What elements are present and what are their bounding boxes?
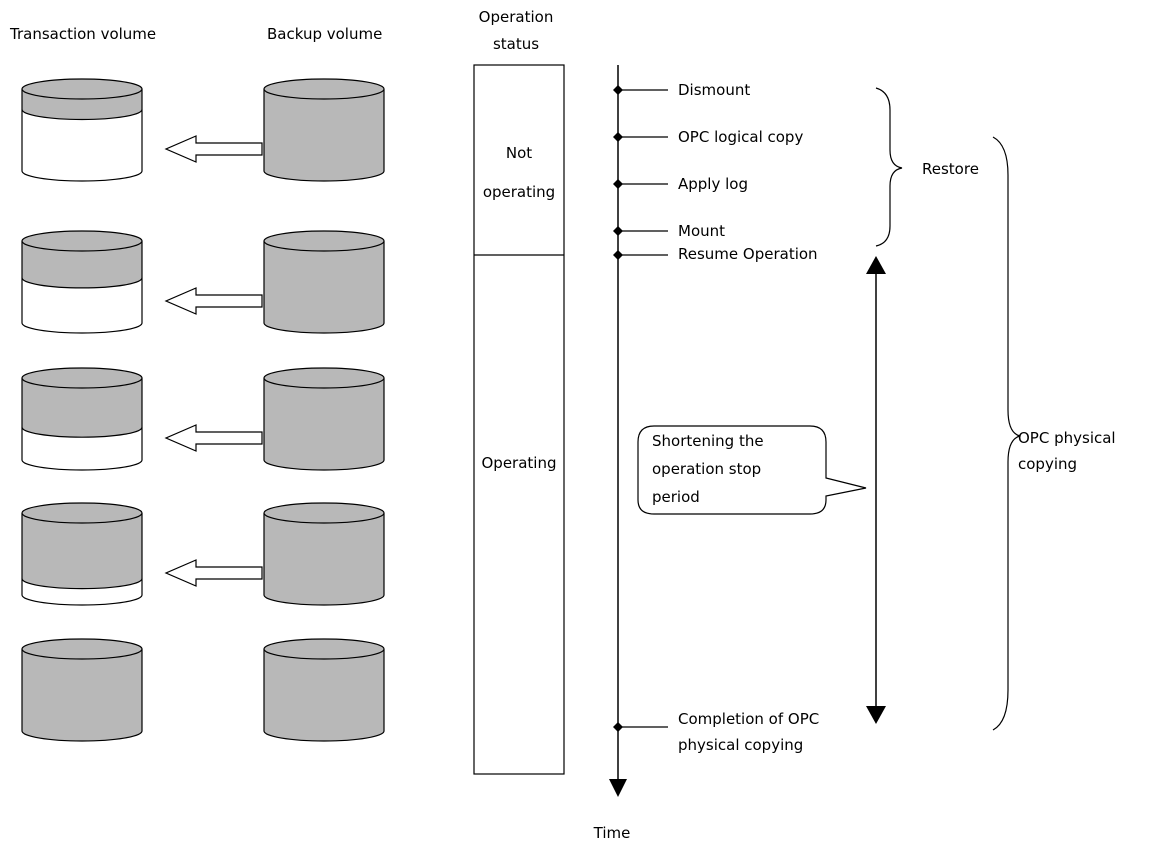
event-dismount-label: Dismount — [678, 81, 750, 99]
operating-label: Operating — [482, 454, 557, 472]
transaction-volume-header: Transaction volume — [9, 25, 156, 43]
event-completion-label-line2: physical copying — [678, 736, 803, 754]
opc-physical-copying-label-line1: OPC physical — [1018, 429, 1116, 447]
callout-bubble — [637, 425, 867, 515]
not-operating-label-line2: operating — [483, 183, 555, 201]
time-axis-label: Time — [593, 824, 631, 842]
event-marker — [613, 226, 623, 236]
restore-brace — [875, 87, 903, 247]
copy-direction-arrow — [164, 424, 263, 452]
transaction-volume-disk — [21, 502, 143, 606]
restore-label: Restore — [922, 160, 979, 178]
event-marker — [613, 722, 623, 732]
volume-rows — [21, 78, 385, 742]
period-arrow-head-down — [866, 706, 886, 724]
event-opc-logical-copy: OPC logical copy — [613, 128, 803, 146]
event-completion-opc-physical-copying: Completion of OPC physical copying — [613, 710, 819, 754]
event-apply-log-label: Apply log — [678, 175, 748, 193]
period-arrow-head-up — [866, 256, 886, 274]
event-mount-label: Mount — [678, 222, 725, 240]
transaction-volume-disk — [21, 367, 143, 471]
callout-text-line1: Shortening the — [652, 432, 764, 450]
event-mount: Mount — [613, 222, 725, 240]
operation-status-header-line2: status — [493, 35, 539, 53]
callout-text-line2: operation stop — [652, 460, 761, 478]
operation-status-header-line1: Operation — [479, 8, 554, 26]
operation-status-column — [473, 64, 565, 775]
backup-volume-disk — [263, 78, 385, 182]
event-dismount: Dismount — [613, 81, 750, 99]
copy-direction-arrow — [164, 287, 263, 315]
event-completion-label-line1: Completion of OPC — [678, 710, 819, 728]
event-marker — [613, 85, 623, 95]
backup-volume-header: Backup volume — [267, 25, 382, 43]
opc-physical-copying-label-line2: copying — [1018, 455, 1077, 473]
copy-direction-arrow — [164, 135, 263, 163]
transaction-volume-disk — [21, 638, 143, 742]
callout-text-line3: period — [652, 488, 700, 506]
event-marker — [613, 250, 623, 260]
transaction-volume-disk — [21, 78, 143, 182]
time-axis-arrowhead — [609, 779, 627, 797]
transaction-volume-disk — [21, 230, 143, 334]
event-opc-logical-copy-label: OPC logical copy — [678, 128, 803, 146]
event-apply-log: Apply log — [613, 175, 748, 193]
backup-volume-disk — [263, 230, 385, 334]
backup-volume-disk — [263, 502, 385, 606]
event-resume-operation-label: Resume Operation — [678, 245, 818, 263]
opc-physical-copying-brace — [992, 136, 1021, 731]
copy-direction-arrow — [164, 559, 263, 587]
backup-volume-disk — [263, 367, 385, 471]
event-marker — [613, 132, 623, 142]
event-marker — [613, 179, 623, 189]
backup-volume-disk — [263, 638, 385, 742]
not-operating-label-line1: Not — [506, 144, 532, 162]
event-resume-operation: Resume Operation — [613, 245, 818, 263]
